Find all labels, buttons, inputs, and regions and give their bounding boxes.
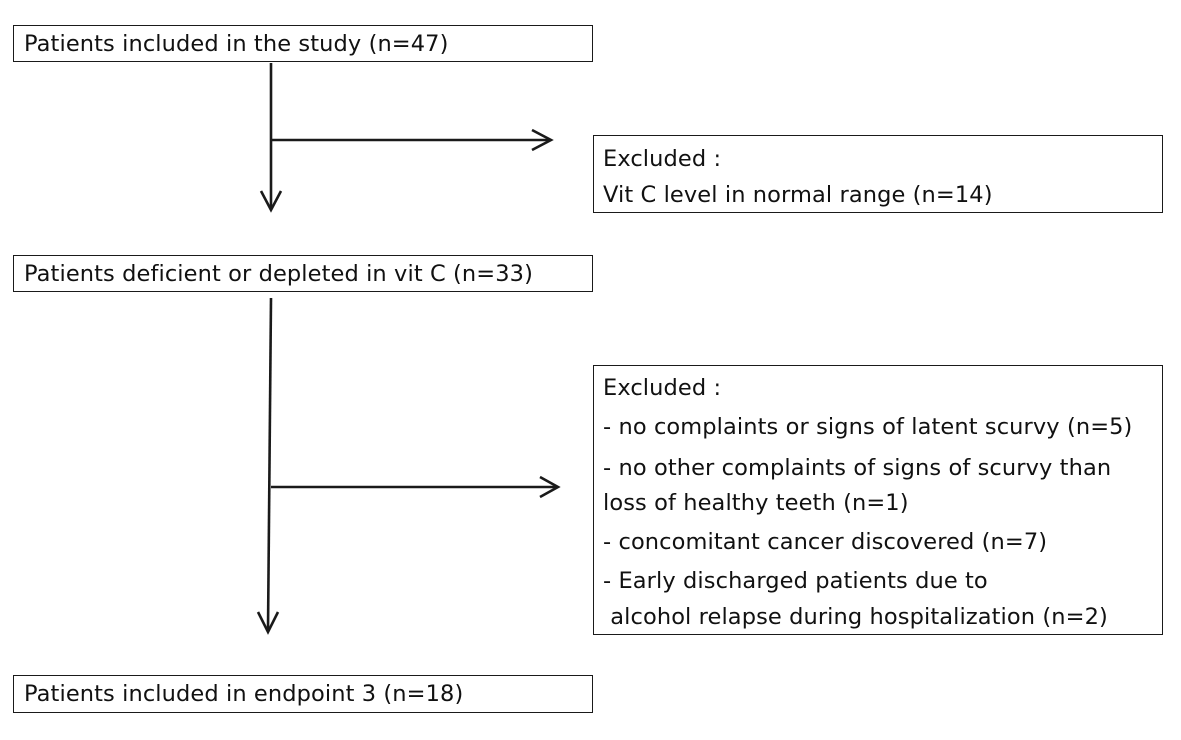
box-excluded-2-line-3: - no other complaints of signs of scurvy… (603, 455, 1112, 481)
arrowhead-down-1 (259, 190, 283, 213)
box-endpoint: Patients included in endpoint 3 (n=18) (13, 675, 593, 713)
box-excluded-2-line-2: - no complaints or signs of latent scurv… (603, 414, 1133, 440)
arrowhead-right-2 (539, 475, 561, 499)
box-deficient-line-1: Patients deficient or depleted in vit C … (24, 261, 533, 287)
arrowhead-right-1 (531, 128, 554, 152)
box-excluded-2-line-1: Excluded : (603, 375, 722, 401)
flow-line-2 (266, 297, 273, 631)
box-excluded-1: Excluded : Vit C level in normal range (… (593, 135, 1163, 213)
box-excluded-2-line-4: loss of healthy teeth (n=1) (603, 490, 909, 516)
box-study: Patients included in the study (n=47) (13, 25, 593, 62)
box-excluded-2-line-6: - Early discharged patients due to (603, 568, 988, 594)
box-excluded-2-line-7: alcohol relapse during hospitalization (… (603, 604, 1108, 630)
box-deficient: Patients deficient or depleted in vit C … (13, 255, 593, 292)
box-excluded-1-line-2: Vit C level in normal range (n=14) (603, 182, 993, 208)
box-excluded-2: Excluded : - no complaints or signs of l… (593, 365, 1163, 635)
box-excluded-1-line-1: Excluded : (603, 146, 722, 172)
box-excluded-2-line-5: - concomitant cancer discovered (n=7) (603, 529, 1048, 555)
arrowhead-down-2 (256, 611, 280, 635)
box-study-line-1: Patients included in the study (n=47) (24, 31, 449, 57)
box-endpoint-line-1: Patients included in endpoint 3 (n=18) (24, 681, 464, 707)
